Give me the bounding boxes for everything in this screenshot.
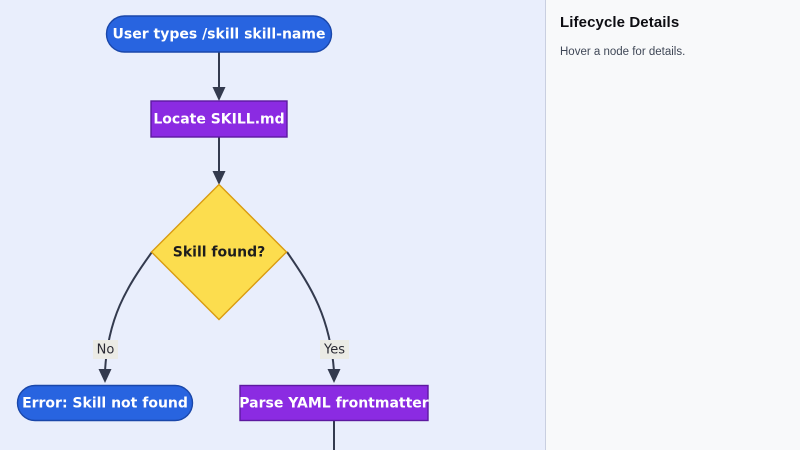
- flowchart-svg: User types /skill skill-name Locate SKIL…: [16, 15, 429, 450]
- node-layer: User types /skill skill-name Locate SKIL…: [16, 15, 429, 422]
- edge-label-yes: Yes: [320, 340, 349, 359]
- node-locate-skill-md[interactable]: Locate SKILL.md: [150, 100, 288, 138]
- details-panel-title: Lifecycle Details: [560, 14, 680, 31]
- edge-layer: [98, 52, 341, 450]
- node-shape[interactable]: [16, 384, 194, 422]
- flowchart-canvas[interactable]: User types /skill skill-name Locate SKIL…: [0, 0, 545, 450]
- node-shape[interactable]: [105, 15, 333, 53]
- arrowhead-icon: [212, 87, 226, 101]
- details-panel: Lifecycle Details Hover a node for detai…: [546, 0, 800, 450]
- node-start[interactable]: User types /skill skill-name: [105, 15, 333, 53]
- node-shape[interactable]: [150, 100, 288, 138]
- edge-label-chip: [93, 340, 118, 359]
- arrowhead-icon: [212, 171, 226, 185]
- arrowhead-icon: [98, 369, 112, 383]
- node-error-skill-not-found[interactable]: Error: Skill not found: [16, 384, 194, 422]
- edge-label-layer: No Yes: [93, 340, 349, 359]
- edge-label-chip: [320, 340, 349, 359]
- edge-locate-to-decision: [212, 137, 226, 185]
- edge-decision-to-error: [98, 251, 153, 383]
- pane-divider: [545, 0, 546, 450]
- edge-label-no: No: [93, 340, 118, 359]
- node-parse-yaml-frontmatter[interactable]: Parse YAML frontmatter: [239, 384, 429, 422]
- details-panel-body: Hover a node for details.: [560, 46, 686, 58]
- edge-start-to-locate: [212, 52, 226, 101]
- arrowhead-icon: [327, 369, 341, 383]
- node-shape[interactable]: [239, 384, 429, 422]
- node-shape[interactable]: [150, 183, 288, 321]
- edge-decision-to-parse: [286, 251, 341, 383]
- node-skill-found-decision[interactable]: Skill found?: [150, 183, 288, 321]
